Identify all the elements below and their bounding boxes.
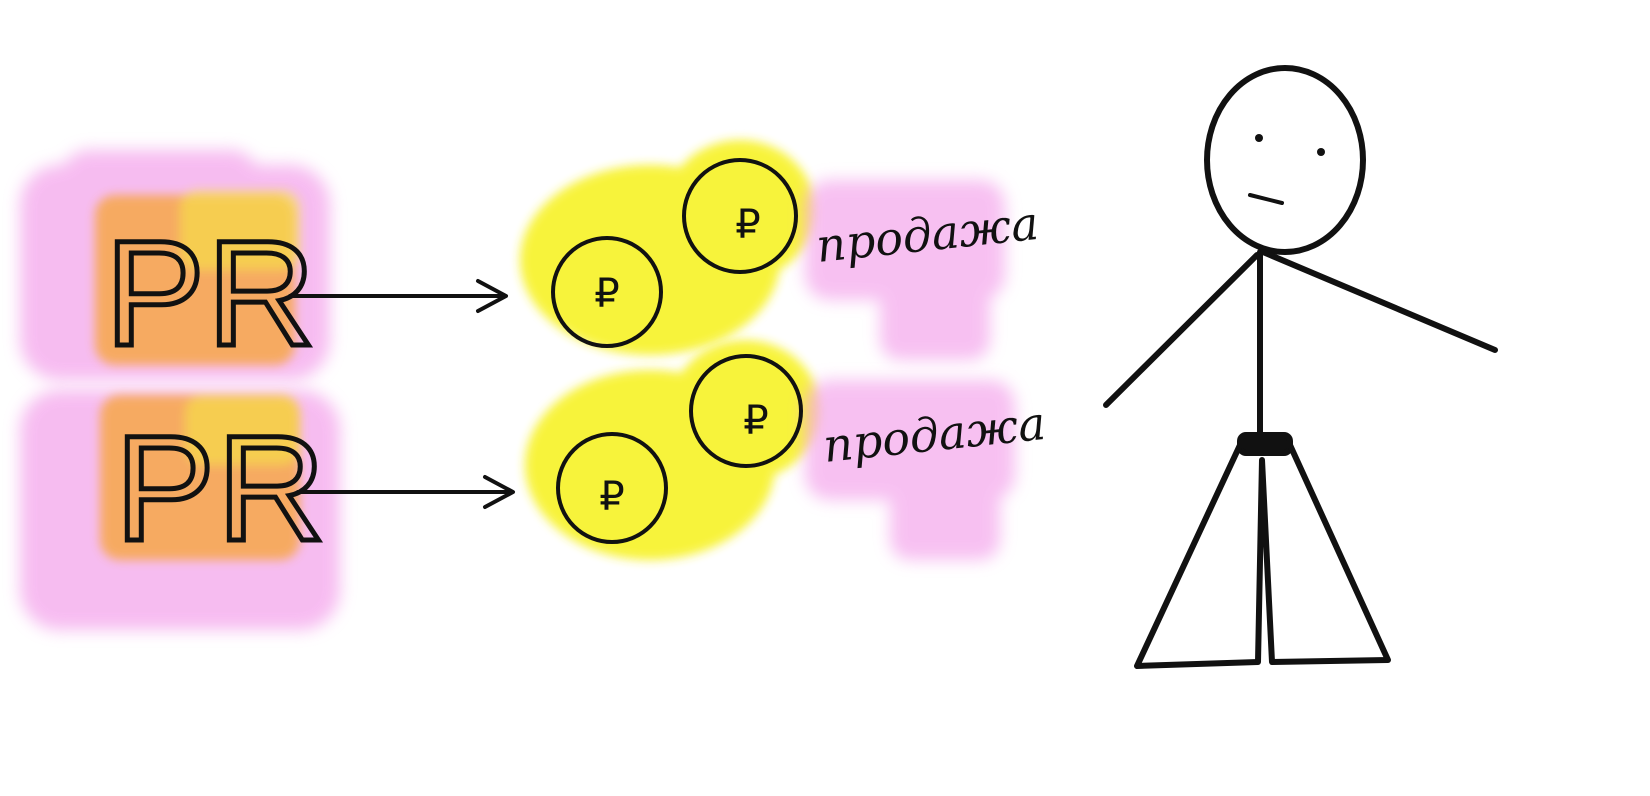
coin-icon: ₽ [551,236,663,348]
orange-highlight [95,190,300,365]
coin-symbol: ₽ [743,398,768,444]
pr-label-2: PR [115,404,327,572]
yellow-highlight [525,340,820,560]
arrow-icon [288,279,508,313]
coin-symbol: ₽ [735,202,760,248]
orange-highlight [100,395,300,560]
pr-block-2: PR [20,390,340,630]
left-eye [1255,134,1263,142]
coin-icon: ₽ [689,354,803,468]
pr-block-1: PR [20,150,330,380]
left-arm [1103,252,1260,408]
coin-symbol: ₽ [599,474,624,520]
arrow-icon [296,475,515,509]
right-eye [1317,148,1325,156]
mouth [1248,193,1284,205]
coin-icon: ₽ [556,432,668,544]
coin-group-1: ₽ ₽ продажа [520,140,1041,360]
head [1204,65,1366,255]
pants [1134,442,1391,669]
right-arm [1260,249,1498,353]
coin-group-2: ₽ ₽ продажа [525,340,1048,560]
coin-symbol: ₽ [594,271,619,317]
pink-highlight [805,180,1005,360]
stick-figure-icon [1103,65,1498,669]
coin-icon: ₽ [682,158,798,274]
pr-label-1: PR [105,209,317,377]
pink-highlight [805,380,1015,560]
